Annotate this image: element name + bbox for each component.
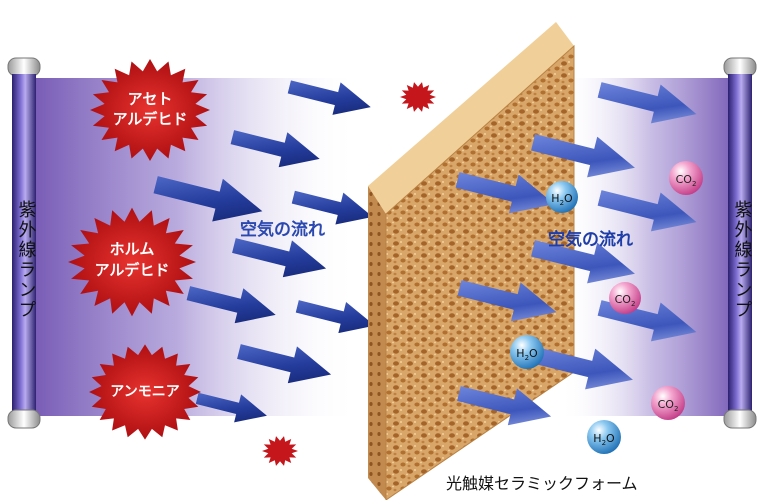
pollutant-label-line1: アセト [128,90,173,108]
pollutant-label-line1: ホルム [110,240,155,258]
foam-caption: 光触媒セラミックフォーム [446,474,638,493]
h2o-molecule: H2O [510,335,544,369]
right-lamp-label: 紫外線ランプ [732,200,753,320]
airflow-label-in: 空気の流れ [240,219,325,240]
pollutant-burst-acetaldehyde: アセト アルデヒド [90,59,210,161]
small-pollutant-particle [400,82,436,112]
left-lamp-label: 紫外線ランプ [16,200,37,320]
pollutant-burst-ammonia: アンモニア [89,344,201,440]
right-uv-glow [560,78,740,416]
pollutant-label-line1: アンモニア [110,384,179,400]
svg-text:H2O: H2O [593,432,615,447]
svg-text:CO2: CO2 [615,293,636,308]
airflow-label-out: 空気の流れ [548,229,633,250]
co2-molecule: CO2 [609,282,641,314]
svg-text:CO2: CO2 [676,173,697,188]
pollutant-label-line2: アルデヒド [95,261,170,279]
svg-text:H2O: H2O [516,347,538,362]
co2-molecule: CO2 [651,386,685,420]
co2-molecule: CO2 [669,161,703,195]
h2o-molecule: H2O [546,181,578,213]
ceramic-foam-filter [368,22,575,501]
pollutant-burst-formaldehyde: ホルム アルデヒド [68,207,196,317]
right-uv-lamp [723,57,757,429]
pollutant-label-line2: アルデヒド [113,110,188,128]
svg-text:H2O: H2O [551,192,573,207]
h2o-molecule: H2O [587,420,621,454]
small-pollutant-particle [262,436,298,466]
left-uv-lamp [7,57,41,429]
svg-text:CO2: CO2 [658,398,679,413]
